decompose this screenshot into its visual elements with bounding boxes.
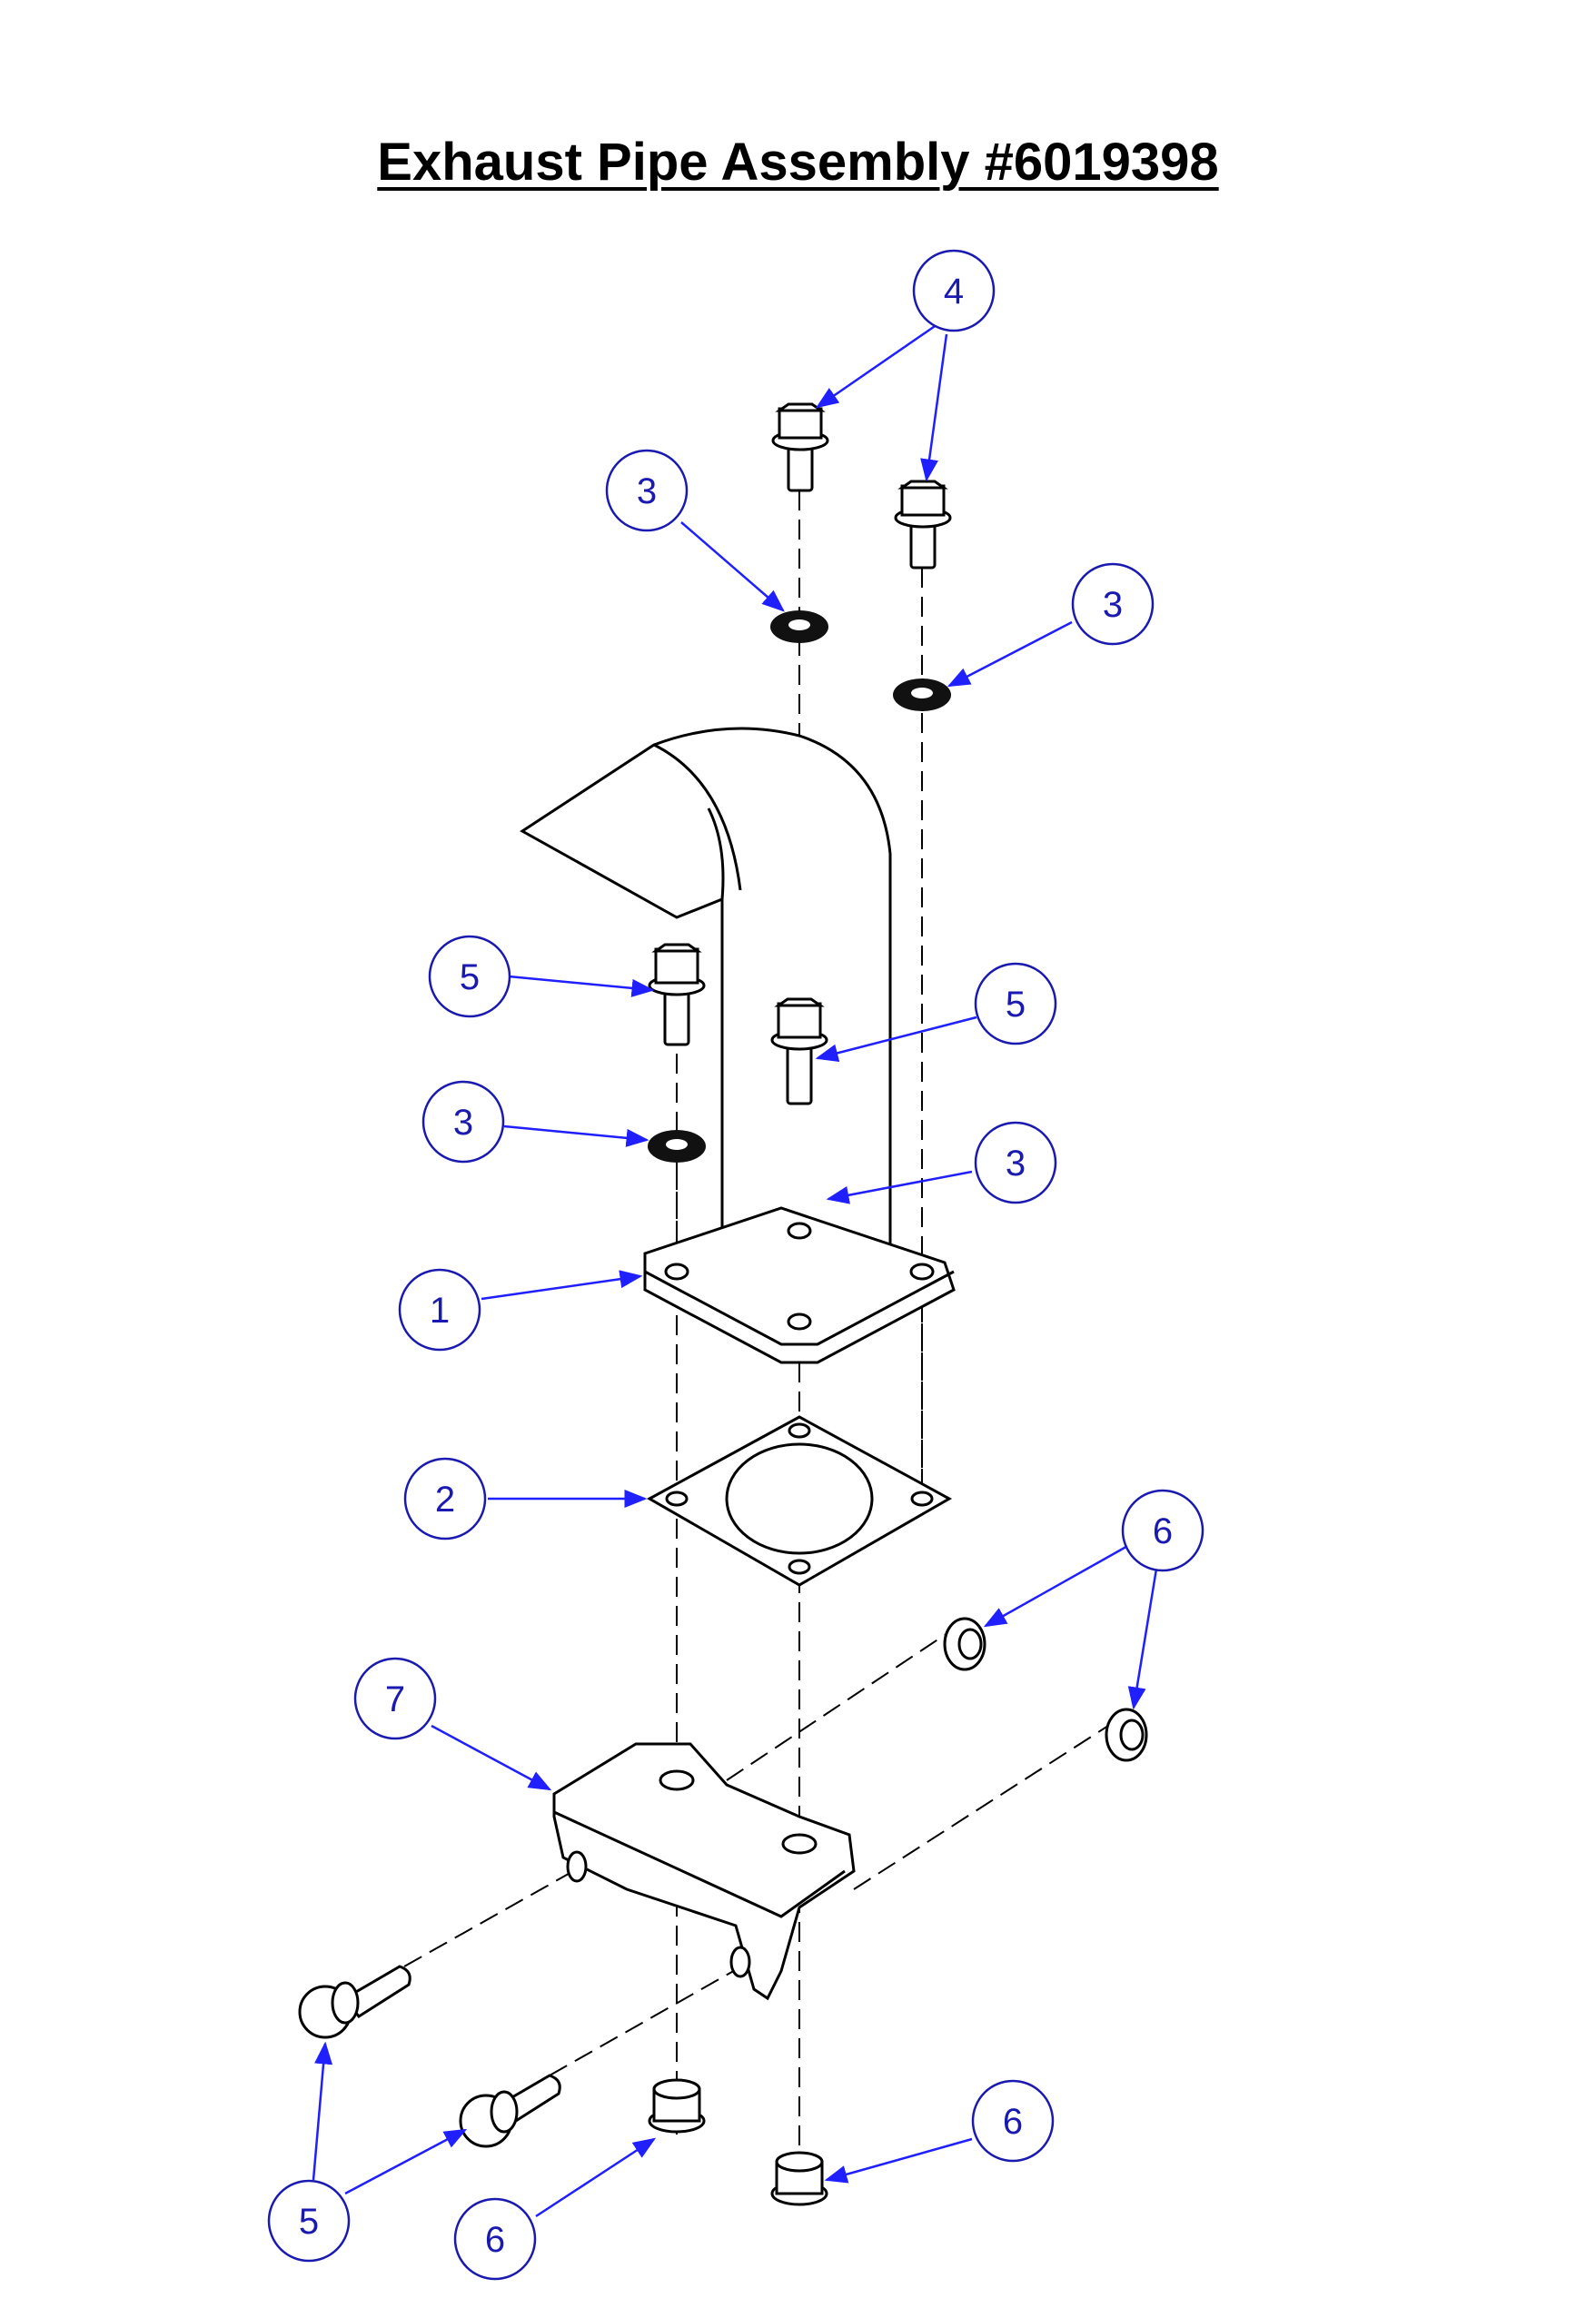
callout-number: 3 <box>453 1103 473 1143</box>
callout-number: 6 <box>1153 1511 1173 1551</box>
callout-circle <box>398 1268 481 1352</box>
callout-c6a: 6 <box>1121 1489 1204 1572</box>
callout-c2: 2 <box>403 1457 487 1540</box>
callout-number: 3 <box>637 471 657 511</box>
callout-number: 7 <box>385 1679 405 1719</box>
flange-nut-1 <box>943 1617 986 1671</box>
callout-circle <box>912 249 996 332</box>
callout-c3d: 3 <box>974 1121 1057 1204</box>
callout-c7: 7 <box>353 1657 437 1740</box>
callout-c5c: 5 <box>267 2179 351 2263</box>
pipe-bolt-center <box>770 997 828 1105</box>
callout-circle <box>1071 562 1155 646</box>
gasket <box>646 1415 953 1587</box>
callout-number: 3 <box>1006 1144 1026 1184</box>
callout-number: 6 <box>1003 2102 1023 2142</box>
callout-circle <box>974 962 1057 1045</box>
lock-washer-1 <box>770 610 828 643</box>
callout-c3c: 3 <box>421 1080 505 1164</box>
callout-c6b: 6 <box>971 2079 1055 2163</box>
callout-number: 6 <box>485 2220 505 2260</box>
callout-c4: 4 <box>912 249 996 332</box>
flange-bolt-top-right <box>894 480 952 570</box>
callout-c5a: 5 <box>428 935 511 1018</box>
callout-number: 5 <box>299 2202 319 2242</box>
bracket-bolt-1 <box>298 1965 411 2039</box>
leader-lines <box>312 321 1160 2218</box>
callout-circle <box>605 449 689 532</box>
callout-circle <box>1121 1489 1204 1572</box>
bracket-bolt-2 <box>459 2074 561 2148</box>
callout-circle <box>353 1657 437 1740</box>
callout-c3b: 3 <box>1071 562 1155 646</box>
callout-circle <box>403 1457 487 1540</box>
callout-number: 5 <box>460 957 480 997</box>
callout-number: 2 <box>435 1480 455 1520</box>
callout-circle <box>267 2179 351 2263</box>
callout-number: 4 <box>944 272 964 312</box>
flange-bolt-top-left <box>771 402 829 492</box>
callout-circle <box>974 1121 1057 1204</box>
page-title: Exhaust Pipe Assembly #6019398 <box>377 133 1219 192</box>
callouts: 4 3 3 5 5 3 3 1 2 6 7 6 5 6 <box>267 249 1204 2281</box>
callout-c3a: 3 <box>605 449 689 532</box>
exhaust-pipe <box>520 727 956 1364</box>
lock-washer-2 <box>893 679 951 711</box>
callout-c6c: 6 <box>453 2197 537 2281</box>
flange-nut-4 <box>770 2151 828 2206</box>
callout-number: 1 <box>430 1291 450 1331</box>
callout-number: 5 <box>1006 985 1026 1025</box>
callout-circle <box>421 1080 505 1164</box>
flange-nut-3 <box>648 2078 706 2134</box>
callout-number: 3 <box>1103 585 1123 625</box>
callout-circle <box>971 2079 1055 2163</box>
lock-washer-3 <box>648 1130 706 1163</box>
callout-circle <box>453 2197 537 2281</box>
bracket <box>552 1742 856 2001</box>
callout-circle <box>428 935 511 1018</box>
pipe-bolt-left <box>648 943 706 1046</box>
flange-nut-2 <box>1105 1708 1148 1762</box>
callout-c1: 1 <box>398 1268 481 1352</box>
callout-c5b: 5 <box>974 962 1057 1045</box>
